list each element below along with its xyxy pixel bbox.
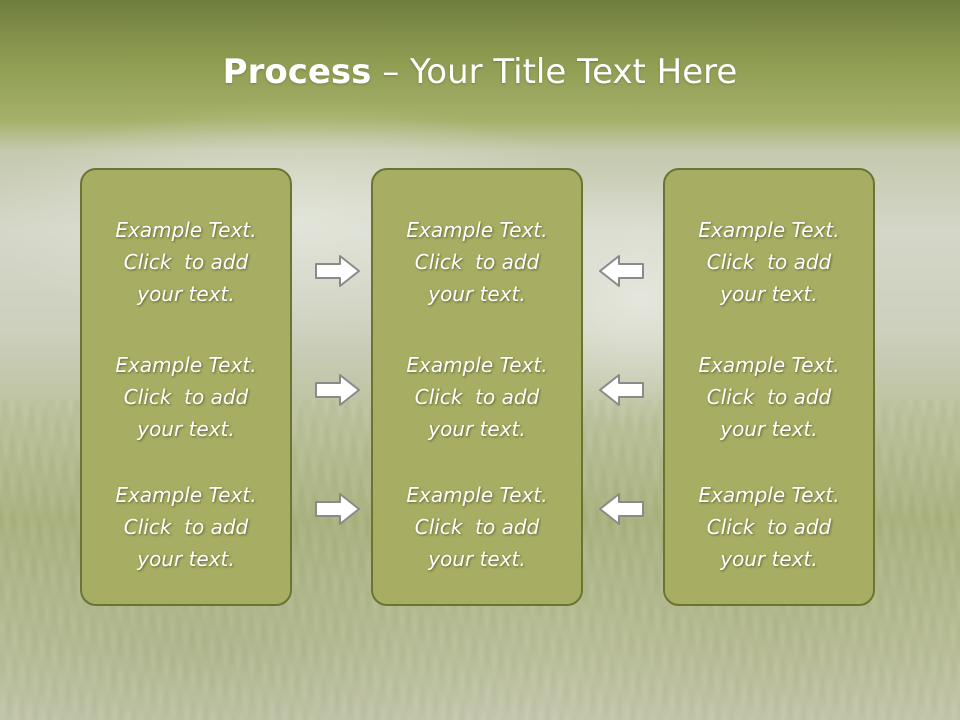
text-line: your text. (137, 282, 235, 306)
process-column-middle[interactable]: Example Text. Click to add your text. Ex… (371, 168, 583, 606)
text-line: Click to add (414, 515, 540, 539)
text-line: your text. (720, 547, 818, 571)
text-line: Click to add (706, 250, 832, 274)
left-arrow-icon[interactable] (597, 253, 645, 289)
text-line: your text. (428, 417, 526, 441)
text-placeholder[interactable]: Example Text. Click to add your text. (665, 349, 873, 445)
text-line: Example Text. (698, 353, 840, 377)
text-placeholder[interactable]: Example Text. Click to add your text. (82, 214, 290, 310)
text-placeholder[interactable]: Example Text. Click to add your text. (373, 214, 581, 310)
text-line: Click to add (706, 385, 832, 409)
text-line: your text. (428, 282, 526, 306)
text-placeholder[interactable]: Example Text. Click to add your text. (82, 479, 290, 575)
slide-title[interactable]: Process – Your Title Text Here (0, 52, 960, 92)
text-line: Click to add (123, 515, 249, 539)
text-placeholder[interactable]: Example Text. Click to add your text. (665, 479, 873, 575)
text-line: Click to add (414, 385, 540, 409)
title-bold: Process (222, 52, 372, 92)
text-line: Example Text. (406, 353, 548, 377)
text-line: Example Text. (115, 218, 257, 242)
text-placeholder[interactable]: Example Text. Click to add your text. (373, 349, 581, 445)
text-line: Click to add (706, 515, 832, 539)
text-line: your text. (720, 417, 818, 441)
right-arrow-icon[interactable] (314, 491, 362, 527)
text-line: Click to add (414, 250, 540, 274)
title-rest: Your Title Text Here (410, 52, 738, 92)
text-line: your text. (137, 417, 235, 441)
text-placeholder[interactable]: Example Text. Click to add your text. (82, 349, 290, 445)
text-placeholder[interactable]: Example Text. Click to add your text. (373, 479, 581, 575)
title-dash: – (371, 52, 411, 92)
process-column-right[interactable]: Example Text. Click to add your text. Ex… (663, 168, 875, 606)
right-arrow-icon[interactable] (314, 253, 362, 289)
text-line: your text. (720, 282, 818, 306)
text-line: Example Text. (698, 483, 840, 507)
process-column-left[interactable]: Example Text. Click to add your text. Ex… (80, 168, 292, 606)
text-placeholder[interactable]: Example Text. Click to add your text. (665, 214, 873, 310)
left-arrow-icon[interactable] (597, 491, 645, 527)
text-line: your text. (137, 547, 235, 571)
text-line: Example Text. (406, 483, 548, 507)
text-line: your text. (428, 547, 526, 571)
left-arrow-icon[interactable] (597, 372, 645, 408)
text-line: Click to add (123, 385, 249, 409)
text-line: Example Text. (698, 218, 840, 242)
text-line: Click to add (123, 250, 249, 274)
text-line: Example Text. (406, 218, 548, 242)
right-arrow-icon[interactable] (314, 372, 362, 408)
text-line: Example Text. (115, 483, 257, 507)
text-line: Example Text. (115, 353, 257, 377)
